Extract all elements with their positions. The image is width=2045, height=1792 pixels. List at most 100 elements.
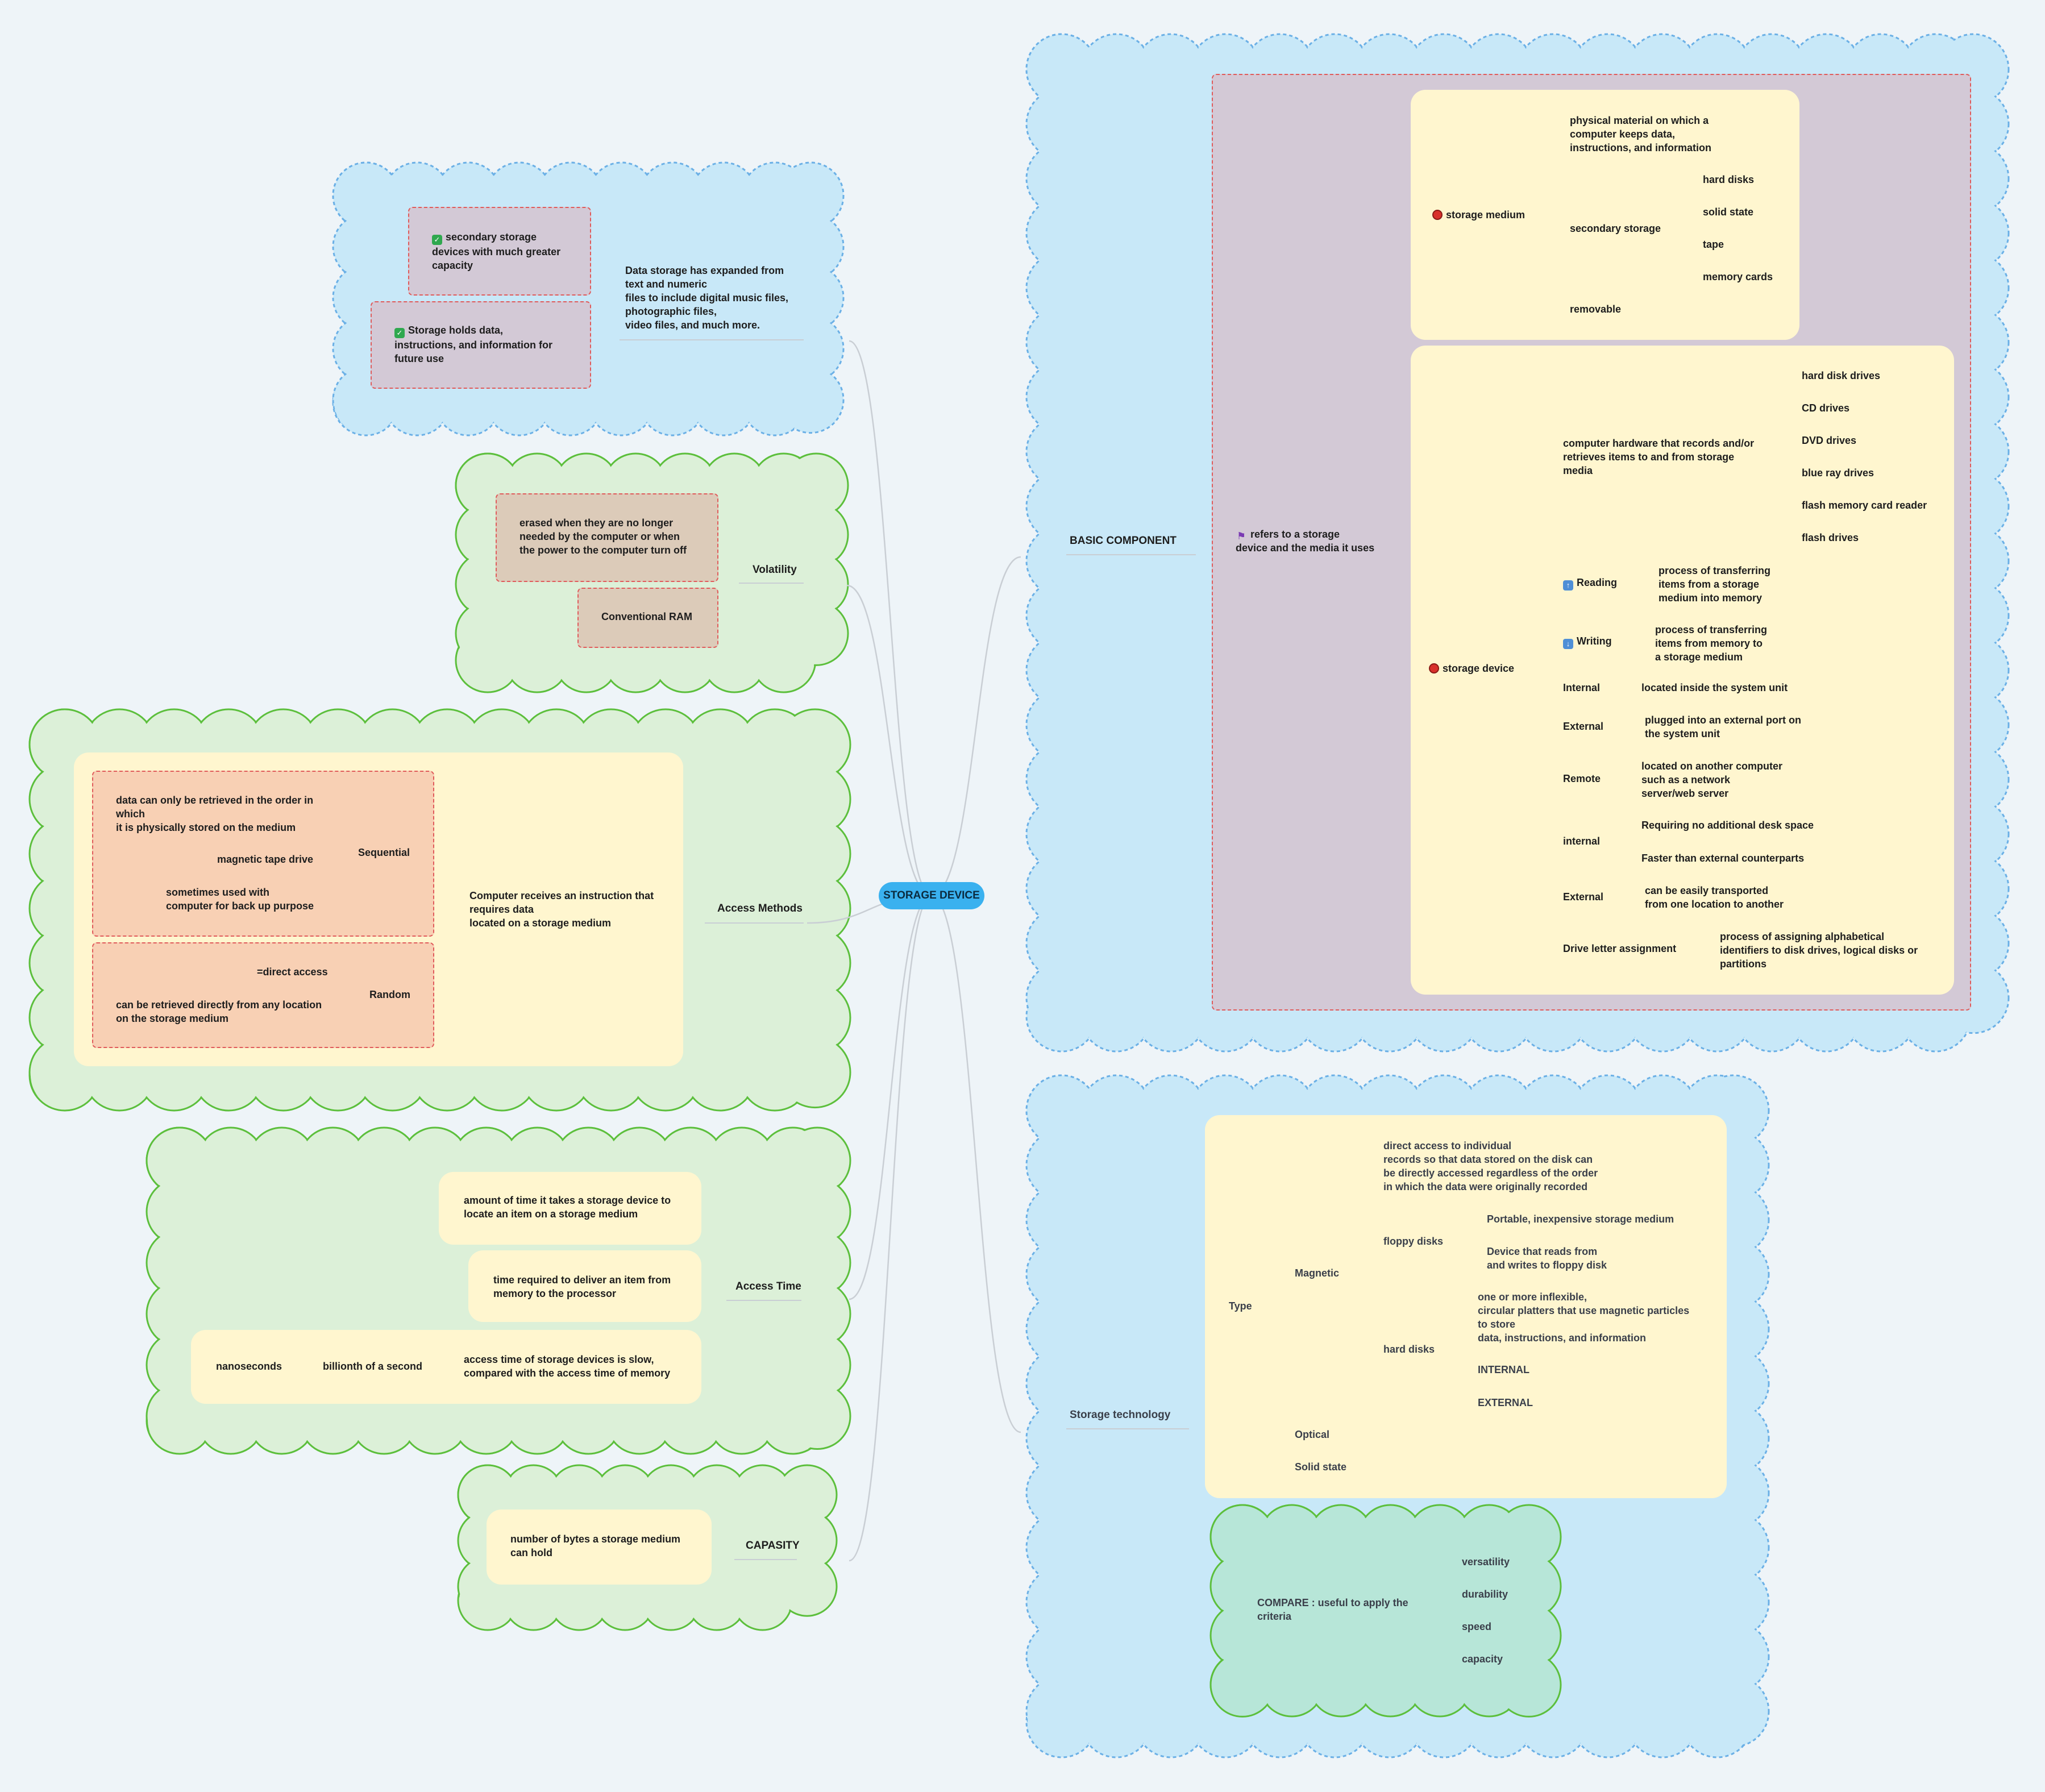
medium-def-node[interactable]: physical material on which a computer ke… xyxy=(1570,115,1712,153)
random-node[interactable]: Random xyxy=(369,989,410,1000)
basic-component-node[interactable]: BASIC COMPONENT xyxy=(1070,535,1177,547)
no-desk-space-node[interactable]: Requiring no additional desk space xyxy=(1641,820,1814,831)
capacity-criteria-node[interactable]: capacity xyxy=(1462,1653,1503,1665)
hard-external-node[interactable]: EXTERNAL xyxy=(1478,1397,1533,1408)
storage-technology-node[interactable]: Storage technology xyxy=(1070,1409,1171,1421)
drive-letter-def-node[interactable]: process of assigning alphabetical identi… xyxy=(1720,931,1918,970)
direct-access-node[interactable]: =direct access xyxy=(257,966,328,978)
magnetic-tape-node[interactable]: magnetic tape drive xyxy=(217,854,314,865)
computer-receives-node[interactable]: Computer receives an instruction that re… xyxy=(469,890,654,929)
erased-box xyxy=(496,493,718,582)
durability-node[interactable]: durability xyxy=(1462,1589,1508,1600)
sequential-def-node[interactable]: data can only be retrieved in the order … xyxy=(116,795,314,833)
hard-internal-node[interactable]: INTERNAL xyxy=(1478,1364,1529,1375)
drive-letter-node[interactable]: Drive letter assignment xyxy=(1563,943,1677,954)
direct-access-def-node[interactable]: direct access to individual records so t… xyxy=(1383,1140,1598,1192)
storage-medium-panel xyxy=(1411,90,1799,340)
root-link-left-0 xyxy=(849,340,932,897)
internal-node[interactable]: Internal xyxy=(1563,682,1601,693)
storage-medium-node[interactable]: storage medium xyxy=(1432,208,1525,222)
root-link-left-1 xyxy=(846,584,932,897)
portable-node[interactable]: Portable, inexpensive storage medium xyxy=(1487,1213,1674,1225)
billionth-node[interactable]: billionth of a second xyxy=(323,1361,422,1372)
external-def-node[interactable]: plugged into an external port on the sys… xyxy=(1645,714,1802,739)
speed-node[interactable]: speed xyxy=(1462,1621,1492,1632)
floppy-device-node[interactable]: Device that reads from and writes to flo… xyxy=(1487,1246,1607,1271)
compare-node[interactable]: COMPARE : useful to apply the criteria xyxy=(1257,1597,1408,1622)
random-box xyxy=(92,942,434,1048)
memory-cards-node[interactable]: memory cards xyxy=(1703,271,1773,282)
tape-node[interactable]: tape xyxy=(1703,239,1724,250)
remote-def-node[interactable]: located on another computer such as a ne… xyxy=(1641,760,1783,799)
flash-drives-node[interactable]: flash drives xyxy=(1802,532,1859,543)
hard-disks-node[interactable]: hard disks xyxy=(1703,174,1755,185)
volatility-node[interactable]: Volatility xyxy=(753,564,797,576)
blue-ray-drives-node[interactable]: blue ray drives xyxy=(1802,467,1874,479)
solid-state-node[interactable]: solid state xyxy=(1703,206,1754,218)
flash-memory-card-reader-node[interactable]: flash memory card reader xyxy=(1802,500,1927,511)
conventional-ram-node[interactable]: Conventional RAM xyxy=(601,611,692,622)
capacity-def-node[interactable]: number of bytes a storage medium can hol… xyxy=(510,1533,681,1558)
type-node[interactable]: Type xyxy=(1229,1300,1252,1312)
storage-device-node[interactable]: storage device xyxy=(1429,662,1514,675)
slow-access-panel xyxy=(191,1330,701,1404)
nanoseconds-node[interactable]: nanoseconds xyxy=(216,1361,282,1372)
hardware-def-node[interactable]: computer hardware that records and/or re… xyxy=(1563,438,1755,476)
writing-def-node[interactable]: process of transferring items from memor… xyxy=(1655,624,1768,663)
flag-icon: ⚑ xyxy=(1236,530,1246,542)
capacity-def-panel xyxy=(487,1510,712,1585)
platters-node[interactable]: one or more inflexible, circular platter… xyxy=(1478,1291,1690,1344)
hard-disks-tech-node[interactable]: hard disks xyxy=(1383,1344,1435,1355)
optical-node[interactable]: Optical xyxy=(1295,1429,1330,1440)
access-time-node[interactable]: Access Time xyxy=(735,1280,801,1292)
dvd-drives-node[interactable]: DVD drives xyxy=(1802,435,1857,446)
access-time-def-node[interactable]: amount of time it takes a storage device… xyxy=(464,1195,671,1220)
remote-node[interactable]: Remote xyxy=(1563,773,1601,784)
secondary-storage-sub-node[interactable]: secondary storage xyxy=(1570,223,1661,234)
backup-purpose-node[interactable]: sometimes used with computer for back up… xyxy=(166,887,314,912)
floppy-disks-node[interactable]: floppy disks xyxy=(1383,1236,1444,1247)
reading-node[interactable]: ↑Reading xyxy=(1563,576,1617,591)
internal-advantages-node[interactable]: internal xyxy=(1563,835,1601,847)
root-link-right-1 xyxy=(931,895,1021,1433)
external-advantages-node[interactable]: External xyxy=(1563,891,1604,903)
access-time-def-panel xyxy=(439,1172,701,1245)
check-icon: ✓ xyxy=(394,328,405,338)
easily-transported-node[interactable]: can be easily transported from one locat… xyxy=(1645,885,1784,910)
removable-node[interactable]: removable xyxy=(1570,303,1622,315)
deliver-time-panel xyxy=(468,1250,701,1322)
secondary-storage-node[interactable]: ✓secondary storage devices with much gre… xyxy=(432,231,561,271)
root-link-left-4 xyxy=(849,895,932,1562)
solid-state-tech-node[interactable]: Solid state xyxy=(1295,1461,1347,1473)
storage-tech-panel xyxy=(1205,1115,1727,1498)
arrow-up-icon: ↑ xyxy=(1563,580,1573,591)
erased-node[interactable]: erased when they are no longer needed by… xyxy=(519,517,687,556)
arrow-down-icon: ↓ xyxy=(1563,639,1573,649)
data-storage-expanded-node[interactable]: Data storage has expanded from text and … xyxy=(625,265,789,331)
capacity-node[interactable]: CAPASITY xyxy=(746,1540,800,1552)
deliver-time-node[interactable]: time required to deliver an item from me… xyxy=(493,1274,671,1299)
check-icon: ✓ xyxy=(432,235,442,245)
versatility-node[interactable]: versatility xyxy=(1462,1556,1510,1568)
root-topic[interactable]: STORAGE DEVICE xyxy=(879,882,984,909)
root-link-right-0 xyxy=(931,556,1021,897)
sequential-box xyxy=(92,771,434,937)
root-link-left-3 xyxy=(849,895,932,1300)
slow-access-node[interactable]: access time of storage devices is slow, … xyxy=(464,1354,671,1379)
random-def-node[interactable]: can be retrieved directly from any locat… xyxy=(116,999,322,1024)
external-node[interactable]: External xyxy=(1563,721,1604,732)
internal-def-node[interactable]: located inside the system unit xyxy=(1641,682,1788,693)
priority-red-icon xyxy=(1429,663,1439,673)
writing-node[interactable]: ↓Writing xyxy=(1563,634,1612,649)
sequential-node[interactable]: Sequential xyxy=(358,847,410,858)
access-methods-node[interactable]: Access Methods xyxy=(717,903,803,914)
storage-holds-box xyxy=(371,301,591,389)
cd-drives-node[interactable]: CD drives xyxy=(1802,402,1850,414)
refers-node[interactable]: ⚑refers to a storage device and the medi… xyxy=(1236,529,1375,554)
faster-node[interactable]: Faster than external counterparts xyxy=(1641,853,1805,864)
hard-disk-drives-node[interactable]: hard disk drives xyxy=(1802,370,1881,381)
reading-def-node[interactable]: process of transferring items from a sto… xyxy=(1659,565,1771,604)
storage-holds-node[interactable]: ✓Storage holds data, instructions, and i… xyxy=(394,325,552,364)
magnetic-node[interactable]: Magnetic xyxy=(1295,1267,1340,1279)
